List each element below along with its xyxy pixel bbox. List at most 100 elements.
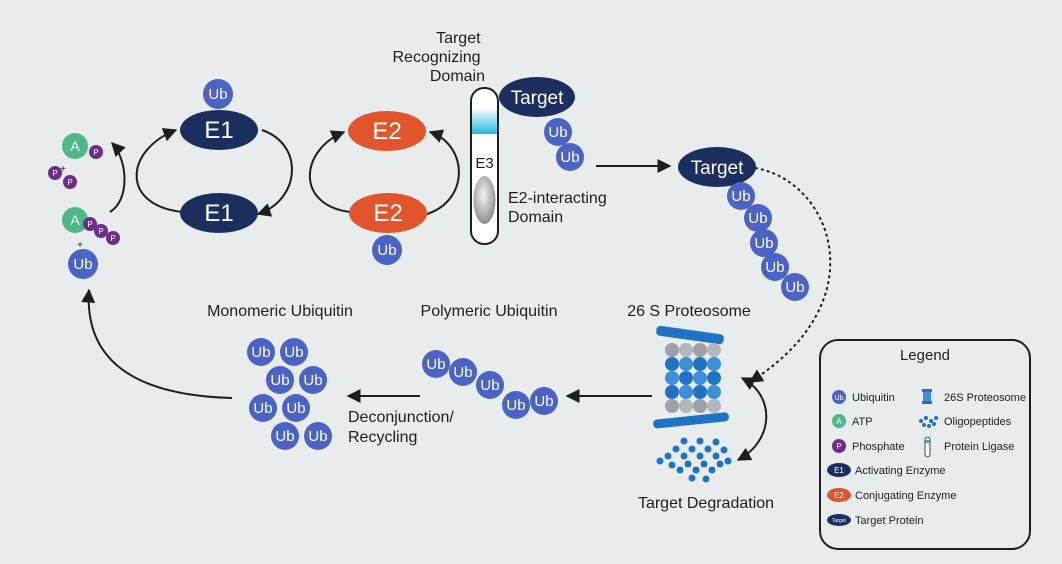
svg-text:P: P	[67, 178, 72, 187]
svg-text:Ub: Ub	[308, 428, 327, 445]
svg-text:Ub: Ub	[284, 344, 303, 361]
monomeric-label: Monomeric Ubiquitin	[207, 303, 353, 320]
svg-text:Legend: Legend	[900, 347, 950, 364]
svg-text:Ub: Ub	[251, 344, 270, 361]
svg-text:P: P	[110, 234, 115, 243]
ub-e1-top: Ub	[203, 79, 233, 109]
ub-free: Ub	[68, 249, 98, 279]
e1-top: E1	[180, 110, 258, 150]
proteosome	[653, 325, 729, 429]
svg-text:Ub: Ub	[534, 393, 553, 410]
svg-text:Ubiquitin: Ubiquitin	[852, 392, 895, 404]
svg-text:Ub: Ub	[506, 397, 525, 414]
svg-text:A: A	[70, 212, 80, 228]
ub-chain-e3: Ub Ub	[544, 118, 584, 171]
svg-text:Ub: Ub	[73, 256, 92, 273]
arrow-e1-to-e2	[256, 129, 293, 217]
svg-text:Ub: Ub	[835, 395, 844, 402]
svg-text:Ub: Ub	[765, 259, 784, 276]
legend: Legend Ub Ubiquitin A ATP P Phosphate E1…	[819, 339, 1031, 550]
svg-text:E3: E3	[475, 155, 493, 172]
svg-text:Ub: Ub	[560, 149, 579, 166]
svg-text:Target: Target	[511, 88, 565, 109]
svg-text:P: P	[52, 169, 57, 178]
e2-top: E2	[348, 111, 426, 151]
svg-text:P: P	[93, 148, 98, 157]
svg-text:E1: E1	[204, 117, 233, 144]
arrow-recycling	[81, 288, 233, 399]
legend-item-phosphate: P Phosphate	[832, 439, 905, 453]
svg-text:Target Protein: Target Protein	[855, 515, 923, 527]
polymeric-ub-chain: Ub Ub Ub Ub Ub	[422, 350, 558, 419]
svg-text:Ub: Ub	[453, 364, 472, 381]
svg-text:A: A	[836, 417, 842, 426]
legend-item-ubiquitin: Ub Ubiquitin	[832, 390, 895, 404]
svg-text:P: P	[87, 220, 92, 229]
svg-text:P: P	[98, 227, 103, 236]
ub-e2-bottom: Ub	[372, 235, 402, 265]
svg-text:A: A	[70, 138, 80, 154]
legend-item-ligase: Protein Ligase	[924, 436, 1014, 458]
target-at-e3: Target	[499, 77, 575, 117]
svg-text:Ub: Ub	[377, 242, 396, 259]
atp-top: A	[62, 133, 88, 159]
phosphate-pair: P P	[48, 166, 77, 189]
svg-text:E1: E1	[834, 466, 844, 475]
arrow-degradation	[736, 377, 768, 461]
svg-text:ATP: ATP	[852, 416, 873, 428]
monomeric-ub-cluster: Ub Ub Ub Ub Ub Ub Ub Ub	[247, 338, 332, 450]
legend-item-atp: A ATP	[832, 414, 873, 428]
svg-text:E2: E2	[834, 491, 844, 500]
svg-text:Ub: Ub	[208, 86, 227, 103]
svg-text:Ub: Ub	[548, 124, 567, 141]
e1-bottom: E1	[180, 193, 258, 233]
svg-text:Target: Target	[832, 518, 847, 524]
svg-text:26S Proteosome: 26S Proteosome	[944, 392, 1026, 404]
atp-bottom: A P P P	[62, 207, 120, 245]
ub-chain-target: Ub Ub Ub Ub Ub	[727, 182, 809, 301]
svg-text:E1: E1	[204, 200, 233, 227]
svg-text:Ub: Ub	[253, 400, 272, 417]
svg-text:E2: E2	[372, 118, 401, 145]
svg-text:Target: Target	[691, 158, 745, 179]
svg-text:Ub: Ub	[480, 377, 499, 394]
plus-sign: +	[77, 240, 83, 251]
svg-text:Ub: Ub	[286, 400, 305, 417]
arrow-e1-activation	[135, 128, 183, 213]
oligopeptides	[656, 437, 732, 483]
e3-ligase: E3	[470, 87, 499, 245]
svg-text:Ub: Ub	[270, 372, 289, 389]
svg-text:Ub: Ub	[426, 356, 445, 373]
legend-item-e1: E1 Activating Enzyme	[827, 463, 945, 477]
legend-item-proteosome: 26S Proteosome	[922, 389, 1026, 404]
svg-text:Ub: Ub	[731, 188, 750, 205]
e2-bottom: E2	[349, 193, 427, 233]
svg-text:P: P	[836, 442, 841, 451]
polymeric-label: Polymeric Ubiquitin	[421, 303, 558, 320]
svg-text:E2: E2	[373, 200, 402, 227]
svg-text:Ub: Ub	[754, 235, 773, 252]
svg-text:Phosphate: Phosphate	[852, 441, 905, 453]
phosphate-top: P	[89, 145, 103, 159]
svg-text:Ub: Ub	[785, 279, 804, 296]
plus-sign: +	[60, 164, 66, 175]
deconjunction-label: Deconjunction/ Recycling	[348, 409, 458, 446]
e2-interacting-label: E2-interacting Domain	[508, 190, 611, 226]
proteosome-label: 26 S Proteosome	[627, 303, 751, 320]
svg-text:Ub: Ub	[275, 428, 294, 445]
svg-text:Protein Ligase: Protein Ligase	[944, 441, 1014, 453]
legend-item-e2: E2 Conjugating Enzyme	[827, 488, 957, 502]
arrows	[81, 128, 832, 461]
svg-text:Activating Enzyme: Activating Enzyme	[855, 465, 945, 477]
svg-text:Ub: Ub	[748, 210, 767, 227]
degradation-label: Target Degradation	[638, 495, 774, 512]
target-recognizing-label: Target Recognizing Domain	[392, 30, 485, 85]
svg-text:Oligopeptides: Oligopeptides	[944, 416, 1012, 428]
svg-text:Conjugating Enzyme: Conjugating Enzyme	[855, 490, 957, 502]
svg-text:Ub: Ub	[303, 372, 322, 389]
legend-item-oligopeptides: Oligopeptides	[919, 416, 1012, 428]
target-polyubiquitinated: Target	[678, 147, 756, 187]
arrow-e2-to-e3	[426, 129, 460, 215]
legend-item-target: Target Target Protein	[827, 514, 923, 527]
